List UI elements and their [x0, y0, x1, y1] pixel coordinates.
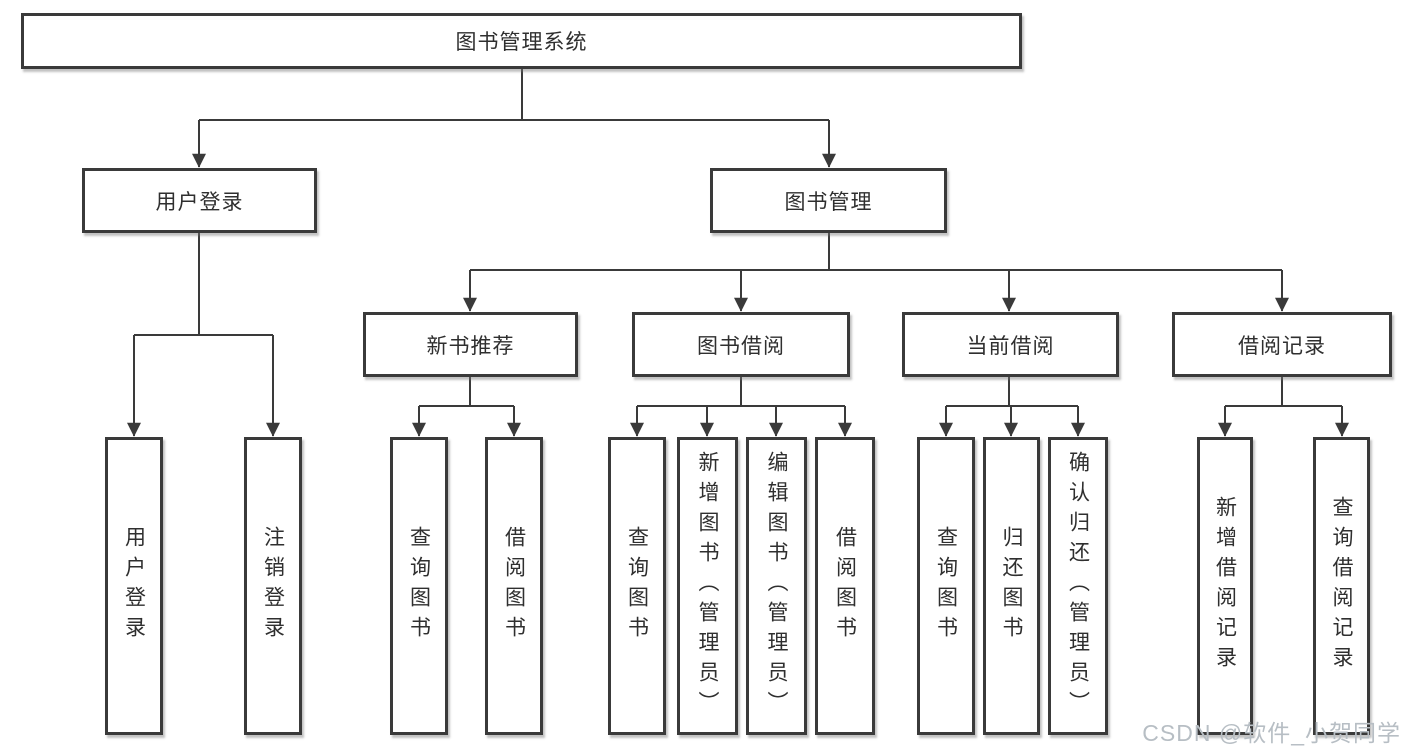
node-user-login-label: 用户登录: [155, 190, 244, 214]
node-current-borrow-label: 当前借阅: [966, 334, 1055, 358]
node-root-label: 图书管理系统: [455, 31, 588, 54]
leaf-user-login-label: 用户登录: [122, 526, 146, 646]
leaf-nb-query-books: 查询图书: [390, 437, 448, 735]
leaf-br-add-record-label: 新增借阅记录: [1213, 496, 1237, 676]
node-new-book-recommend: 新书推荐: [363, 312, 578, 377]
leaf-cb-return-books-label: 归还图书: [1000, 526, 1023, 646]
leaf-br-query-record-label: 查询借阅记录: [1330, 496, 1353, 676]
leaf-br-query-record: 查询借阅记录: [1313, 437, 1370, 735]
leaf-bb-borrow-books-label: 借阅图书: [833, 526, 857, 646]
node-borrow-records: 借阅记录: [1172, 312, 1392, 377]
node-book-borrow: 图书借阅: [632, 312, 850, 377]
leaf-cb-confirm-return-admin-label: 确认归还（管理员）: [1066, 451, 1090, 721]
connector-trunks: [134, 69, 1342, 407]
leaf-bb-query-books-label: 查询图书: [625, 526, 649, 646]
leaf-cb-query-books: 查询图书: [917, 437, 975, 735]
leaf-bb-query-books: 查询图书: [608, 437, 666, 735]
leaf-nb-query-books-label: 查询图书: [407, 526, 431, 646]
leaf-nb-borrow-books-label: 借阅图书: [502, 526, 526, 646]
leaf-cb-query-books-label: 查询图书: [934, 526, 958, 646]
leaf-bb-edit-books-admin-label: 编辑图书（管理员）: [765, 451, 788, 721]
node-book-management-label: 图书管理: [784, 190, 873, 214]
leaf-bb-add-books-admin-label: 新增图书（管理员）: [696, 451, 719, 721]
node-borrow-records-label: 借阅记录: [1238, 334, 1326, 358]
leaf-bb-add-books-admin: 新增图书（管理员）: [677, 437, 738, 735]
node-current-borrow: 当前借阅: [902, 312, 1119, 377]
node-user-login: 用户登录: [82, 168, 317, 233]
node-new-book-recommend-label: 新书推荐: [426, 334, 515, 358]
leaf-cb-return-books: 归还图书: [983, 437, 1040, 735]
leaf-logout-label: 注销登录: [261, 526, 285, 646]
leaf-user-login: 用户登录: [105, 437, 163, 735]
leaf-logout: 注销登录: [244, 437, 302, 735]
leaf-nb-borrow-books: 借阅图书: [485, 437, 543, 735]
node-book-management: 图书管理: [710, 168, 947, 233]
leaf-bb-edit-books-admin: 编辑图书（管理员）: [746, 437, 807, 735]
leaf-bb-borrow-books: 借阅图书: [815, 437, 875, 735]
node-book-borrow-label: 图书借阅: [697, 334, 785, 358]
csdn-watermark: CSDN @软件_小贺同学: [1142, 720, 1401, 746]
leaf-cb-confirm-return-admin: 确认归还（管理员）: [1048, 437, 1108, 735]
node-root-system: 图书管理系统: [21, 13, 1022, 69]
leaf-br-add-record: 新增借阅记录: [1197, 437, 1253, 735]
